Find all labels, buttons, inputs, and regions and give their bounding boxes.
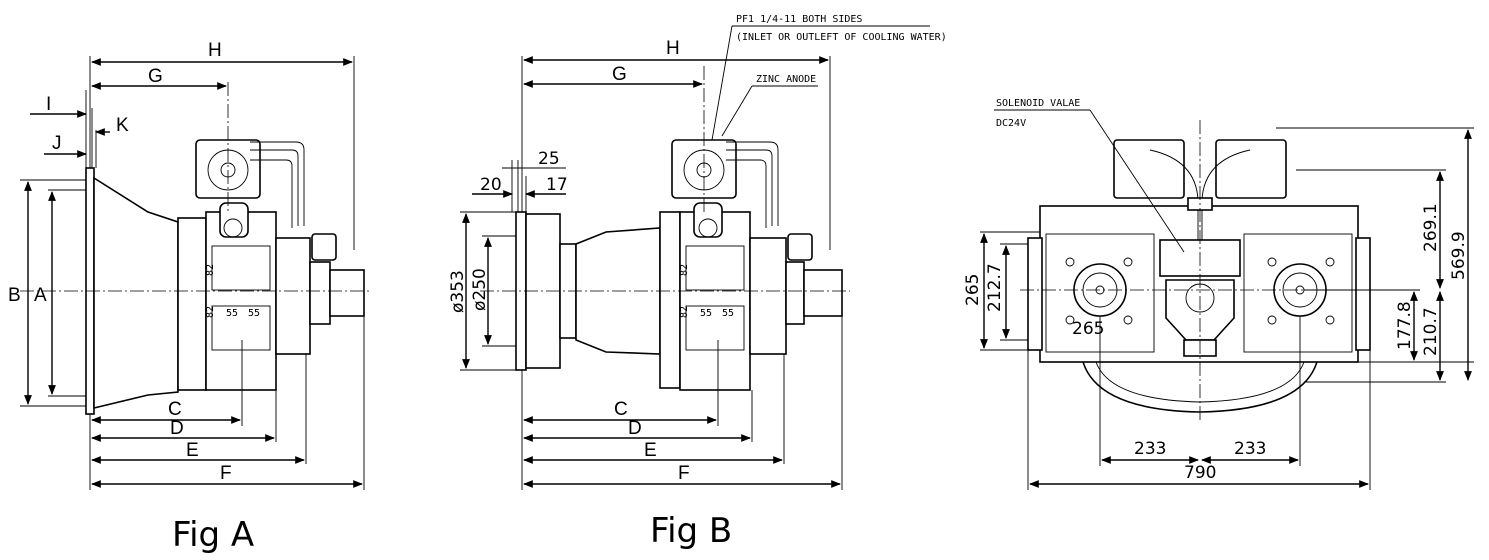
label-c: C — [168, 399, 182, 420]
label-d: D — [170, 418, 184, 439]
output-coupling-b — [803, 269, 843, 317]
bolt-label-55b: 55 — [248, 308, 260, 319]
rear-housing — [275, 237, 311, 355]
bolt-label-82b: 82 — [205, 306, 216, 318]
bolt-label-82a-b: 82 — [679, 264, 690, 276]
label-h: H — [208, 40, 222, 61]
dim-h212: 212.7 — [985, 263, 1005, 312]
bolt-label-55b-b: 55 — [722, 308, 734, 319]
label-e-b: E — [644, 440, 657, 461]
output-coupling-2 — [329, 269, 365, 317]
figure-b: ø353 ø250 25 20 17 H G PF1 1/4-11 BOTH S… — [448, 14, 947, 551]
dim-w790: 790 — [1184, 463, 1216, 483]
note-cooling-2: (INLET OR OUTLEFT OF COOLING WATER) — [736, 32, 947, 43]
dim-25: 25 — [538, 149, 560, 169]
gearbox-body-b — [679, 211, 751, 391]
note-solenoid-1: SOLENOID VALAE — [996, 98, 1080, 109]
dim-20: 20 — [480, 175, 502, 195]
dim-h210: 210.7 — [1421, 307, 1441, 356]
figure-c: SOLENOID VALAE DC24V 265 212.7 265 269.1… — [963, 98, 1474, 490]
output-coupling-1 — [309, 261, 331, 325]
bolt-label-55a: 55 — [226, 308, 238, 319]
dim-dia-353: ø353 — [448, 270, 468, 313]
top-pump-right — [1215, 139, 1287, 199]
adapter-ring — [177, 217, 207, 391]
label-a: A — [34, 285, 47, 306]
dim-h177: 177.8 — [1395, 301, 1415, 350]
label-e: E — [186, 440, 199, 461]
dim-17: 17 — [546, 175, 568, 195]
dim-h269: 269.1 — [1421, 203, 1441, 252]
label-h-b: H — [666, 38, 680, 59]
note-cooling-1: PF1 1/4-11 BOTH SIDES — [736, 14, 862, 25]
rear-housing-b — [749, 237, 787, 355]
label-g: G — [148, 66, 163, 87]
top-pump-left — [1113, 139, 1185, 199]
label-g-b: G — [612, 64, 627, 85]
bell-housing — [93, 176, 179, 410]
bolt-label-55a-b: 55 — [700, 308, 712, 319]
figure-a-caption: Fig A — [172, 515, 254, 555]
label-j: J — [52, 133, 62, 154]
dim-w233b: 233 — [1234, 439, 1266, 459]
label-f: F — [220, 463, 232, 484]
figure-a: B A I K J H G C D E F 82 82 5 — [8, 40, 372, 555]
label-c-b: C — [614, 399, 628, 420]
label-i: I — [46, 94, 51, 115]
note-zinc-anode: ZINC ANODE — [756, 74, 816, 85]
figure-b-caption: Fig B — [650, 511, 732, 551]
bolt-label-82b-b: 82 — [679, 306, 690, 318]
label-b: B — [8, 285, 21, 306]
dim-h569: 569.9 — [1449, 231, 1469, 280]
label-d-b: D — [628, 418, 642, 439]
gearbox-body — [205, 211, 277, 391]
dim-h265: 265 — [963, 274, 983, 306]
label-k: K — [116, 115, 129, 136]
label-f-b: F — [678, 463, 690, 484]
dim-w233a: 233 — [1134, 439, 1166, 459]
bolt-label-82a: 82 — [205, 264, 216, 276]
dim-w265: 265 — [1072, 319, 1104, 339]
dim-dia-250: ø250 — [470, 268, 490, 311]
note-solenoid-2: DC24V — [996, 118, 1026, 129]
